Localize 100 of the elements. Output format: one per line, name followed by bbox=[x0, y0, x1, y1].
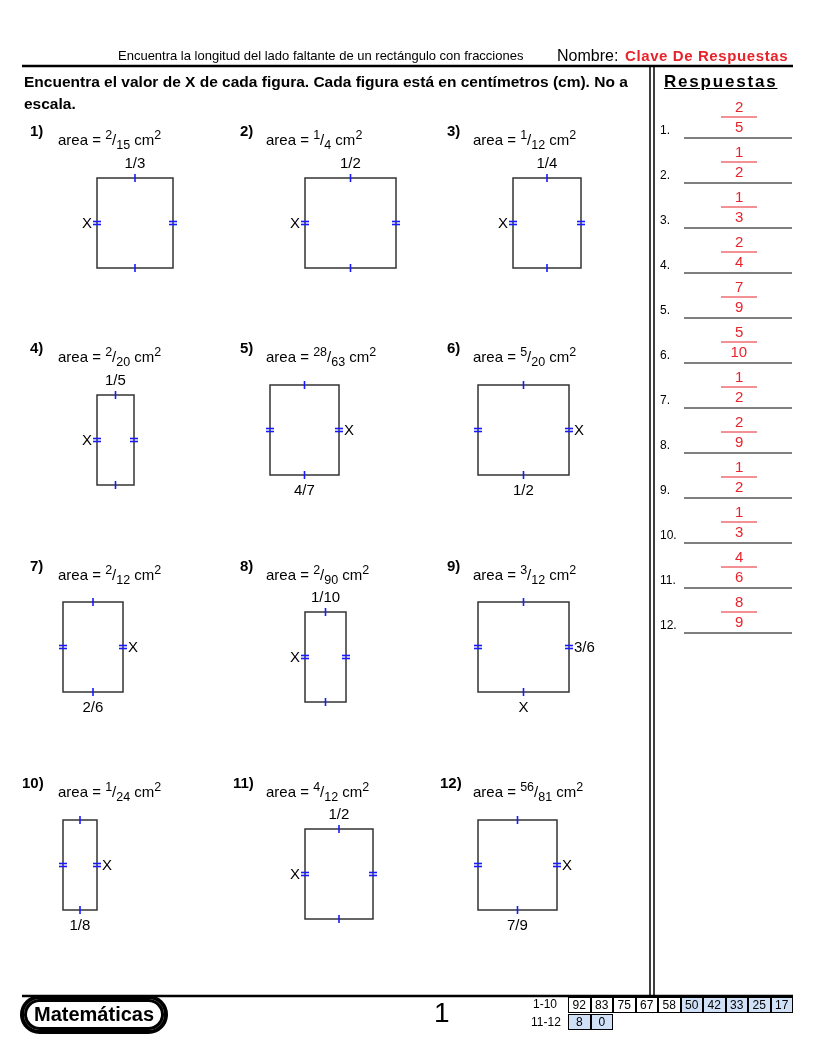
problem-number: 12) bbox=[440, 774, 462, 792]
side-length-label: X bbox=[290, 865, 300, 883]
answer-number: 10. bbox=[660, 529, 677, 543]
score-cell: 42 bbox=[703, 997, 726, 1013]
answer-number: 11. bbox=[660, 574, 676, 588]
side-length-label: X bbox=[102, 856, 112, 874]
answer-numerator: 7 bbox=[735, 278, 744, 296]
area-expression: area = $^{5}$/$_{20}$ cm$^{2}$ bbox=[473, 345, 577, 370]
answer-number: 5. bbox=[660, 304, 670, 318]
problem-number: 8) bbox=[240, 557, 254, 575]
instructions: Encuentra el valor de X de cada figura. Cada figura está en centímetros (cm). No a escala. bbox=[24, 72, 629, 114]
answer-numerator: 1 bbox=[735, 458, 744, 476]
answer-number: 12. bbox=[660, 619, 677, 633]
answer-numerator: 8 bbox=[735, 593, 744, 611]
side-length-label: X bbox=[518, 698, 529, 716]
problem-number: 3) bbox=[447, 122, 461, 140]
answer-denominator: 9 bbox=[735, 298, 744, 316]
answer-denominator: 2 bbox=[735, 478, 744, 496]
answer-numerator: 1 bbox=[735, 143, 744, 161]
side-length-label: X bbox=[290, 648, 300, 666]
problem-number: 2) bbox=[240, 122, 254, 140]
area-expression: area = $^{4}$/$_{12}$ cm$^{2}$ bbox=[266, 780, 370, 805]
side-length-label: 1/10 bbox=[311, 588, 341, 606]
answer-denominator: 3 bbox=[735, 208, 744, 226]
side-length-label: 1/2 bbox=[340, 154, 361, 172]
answer-numerator: 1 bbox=[735, 368, 744, 386]
answer-denominator: 2 bbox=[735, 163, 744, 181]
area-expression: area = $^{1}$/$_{24}$ cm$^{2}$ bbox=[58, 780, 162, 805]
area-expression: area = $^{56}$/$_{81}$ cm$^{2}$ bbox=[473, 780, 584, 805]
answer-numerator: 2 bbox=[735, 413, 744, 431]
score-cell: 33 bbox=[725, 997, 748, 1013]
side-length-label: X bbox=[290, 214, 300, 232]
area-expression: area = $^{2}$/$_{90}$ cm$^{2}$ bbox=[266, 563, 370, 588]
score-cell: 25 bbox=[748, 997, 771, 1013]
score-range-label: 11-12 bbox=[531, 1016, 561, 1030]
side-length-label: X bbox=[82, 214, 92, 232]
side-length-label: 4/7 bbox=[294, 481, 315, 499]
name-label: Nombre: bbox=[557, 47, 619, 66]
answer-denominator: 6 bbox=[735, 568, 744, 586]
worksheet-title: Encuentra la longitud del lado faltante de un rectángulo con fracciones bbox=[118, 49, 524, 64]
answer-number: 1. bbox=[660, 124, 670, 138]
problem-number: 10) bbox=[22, 774, 44, 792]
score-cell: 50 bbox=[680, 997, 703, 1013]
answer-number: 7. bbox=[660, 394, 670, 408]
score-cell: 75 bbox=[613, 997, 636, 1013]
answer-numerator: 1 bbox=[735, 188, 744, 206]
answer-denominator: 2 bbox=[735, 388, 744, 406]
side-length-label: 7/9 bbox=[507, 916, 528, 934]
side-length-label: 1/8 bbox=[69, 916, 91, 934]
side-length-label: 1/2 bbox=[328, 805, 350, 823]
answer-number: 4. bbox=[660, 259, 670, 273]
answer-number: 6. bbox=[660, 349, 670, 363]
area-expression: area = $^{3}$/$_{12}$ cm$^{2}$ bbox=[473, 563, 577, 588]
problem-number: 5) bbox=[240, 339, 254, 357]
side-length-label: 1/5 bbox=[105, 371, 126, 389]
side-length-label: 1/3 bbox=[124, 154, 146, 172]
score-cell: 8 bbox=[568, 1014, 591, 1030]
problem-number: 11) bbox=[233, 774, 254, 792]
score-cell: 67 bbox=[635, 997, 658, 1013]
answers-heading: Respuestas bbox=[664, 72, 778, 92]
score-cell: 83 bbox=[590, 997, 613, 1013]
problem-number: 1) bbox=[30, 122, 44, 140]
area-expression: area = $^{2}$/$_{12}$ cm$^{2}$ bbox=[58, 563, 162, 588]
side-length-label: X bbox=[344, 421, 354, 439]
answer-numerator: 2 bbox=[735, 233, 744, 251]
score-cell: 0 bbox=[590, 1014, 613, 1030]
side-length-label: X bbox=[498, 214, 508, 232]
answer-key-label: Clave De Respuestas bbox=[625, 47, 789, 65]
answer-number: 9. bbox=[660, 484, 670, 498]
area-expression: area = $^{2}$/$_{20}$ cm$^{2}$ bbox=[58, 345, 162, 370]
score-range-label: 1-10 bbox=[533, 998, 558, 1012]
answer-denominator: 9 bbox=[735, 433, 744, 451]
answer-number: 2. bbox=[660, 169, 670, 183]
side-length-label: X bbox=[128, 638, 138, 656]
side-length-label: 3/6 bbox=[574, 638, 595, 656]
side-length-label: X bbox=[562, 856, 572, 874]
answer-numerator: 4 bbox=[735, 548, 744, 566]
score-cell: 17 bbox=[770, 997, 793, 1013]
side-length-label: X bbox=[82, 431, 92, 449]
side-length-label: X bbox=[574, 421, 584, 439]
answer-numerator: 2 bbox=[735, 98, 744, 116]
area-expression: area = $^{28}$/$_{63}$ cm$^{2}$ bbox=[266, 345, 377, 370]
problem-number: 9) bbox=[447, 557, 461, 575]
problem-number: 7) bbox=[30, 557, 44, 575]
area-expression: area = $^{1}$/$_{12}$ cm$^{2}$ bbox=[473, 128, 577, 153]
page-number: 1 bbox=[434, 997, 450, 1030]
area-expression: area = $^{1}$/$_{4}$ cm$^{2}$ bbox=[266, 128, 363, 153]
problem-number: 6) bbox=[447, 339, 461, 357]
problem-number: 4) bbox=[30, 339, 44, 357]
side-length-label: 2/6 bbox=[82, 698, 104, 716]
side-length-label: 1/4 bbox=[536, 154, 558, 172]
answer-denominator: 4 bbox=[735, 253, 744, 271]
answer-denominator: 10 bbox=[730, 343, 748, 361]
score-cell: 92 bbox=[568, 997, 591, 1013]
answer-number: 8. bbox=[660, 439, 670, 453]
answer-denominator: 5 bbox=[735, 118, 744, 136]
answer-denominator: 3 bbox=[735, 523, 744, 541]
answer-numerator: 5 bbox=[735, 323, 744, 341]
side-length-label: 1/2 bbox=[513, 481, 534, 499]
answer-number: 3. bbox=[660, 214, 670, 228]
